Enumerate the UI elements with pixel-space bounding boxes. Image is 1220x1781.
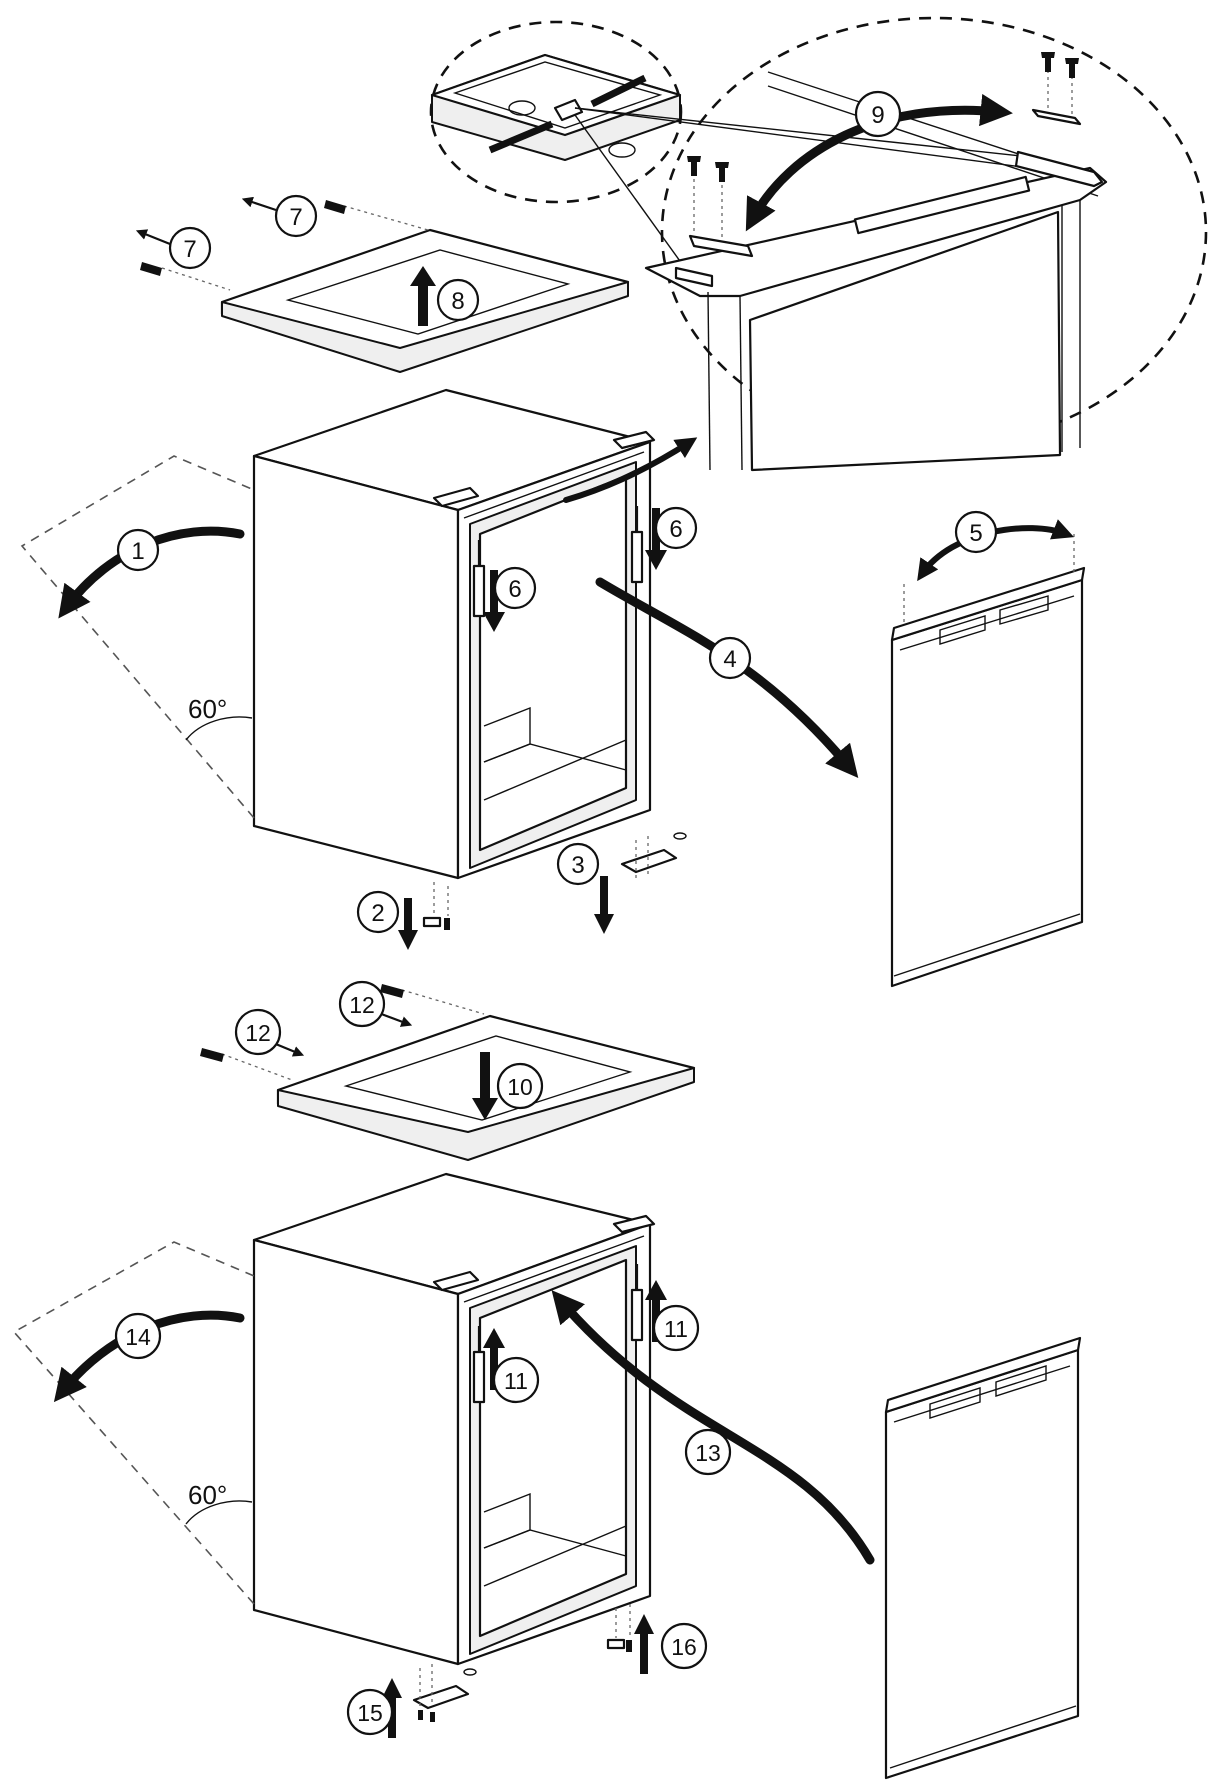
step-label-16: 16 bbox=[660, 1622, 708, 1670]
lid-screw-bottom-icon bbox=[200, 984, 404, 1062]
step-label-1: 1 bbox=[116, 528, 160, 572]
hinge-screws-icon bbox=[687, 52, 1079, 182]
step-label-7b: 7 bbox=[168, 226, 212, 270]
fridge-body-top bbox=[252, 388, 656, 880]
tilt-guide-bottom bbox=[12, 1241, 255, 1605]
step-8-arrow bbox=[410, 266, 436, 326]
step-label-8: 8 bbox=[436, 278, 480, 322]
step-label-6b: 6 bbox=[654, 506, 698, 550]
step-label-13: 13 bbox=[684, 1428, 732, 1476]
step-label-5: 5 bbox=[954, 510, 998, 554]
svg-text:11: 11 bbox=[504, 1368, 528, 1394]
step-label-15: 15 bbox=[346, 1688, 394, 1736]
svg-text:12: 12 bbox=[349, 992, 375, 1018]
svg-text:11: 11 bbox=[664, 1316, 688, 1342]
svg-text:7: 7 bbox=[183, 236, 196, 263]
step-9-arrow bbox=[745, 93, 1013, 232]
door-top bbox=[890, 519, 1086, 988]
step-label-2: 2 bbox=[356, 890, 400, 934]
hinge-to-detail-arrow bbox=[563, 437, 698, 503]
step-label-3: 3 bbox=[556, 842, 600, 886]
tilt-guide-top bbox=[20, 455, 255, 819]
hinge-bracket-detail bbox=[429, 20, 1061, 283]
svg-text:14: 14 bbox=[125, 1324, 151, 1350]
screwdriver-bottom-icon bbox=[472, 1264, 644, 1404]
step-label-12b: 12 bbox=[234, 1008, 282, 1056]
step-10-arrow bbox=[472, 1052, 498, 1120]
svg-text:6: 6 bbox=[669, 516, 682, 543]
step-label-4: 4 bbox=[708, 636, 752, 680]
top-corner-detail bbox=[644, 16, 1208, 472]
svg-text:7: 7 bbox=[289, 204, 302, 231]
svg-text:2: 2 bbox=[371, 900, 384, 927]
svg-text:10: 10 bbox=[507, 1074, 533, 1100]
foot-hardware-top bbox=[398, 832, 687, 950]
svg-text:15: 15 bbox=[357, 1700, 383, 1726]
lid-screw-icon bbox=[140, 200, 346, 276]
door-bottom bbox=[884, 1336, 1082, 1780]
step-label-10: 10 bbox=[496, 1062, 544, 1110]
step-label-7a: 7 bbox=[274, 194, 318, 238]
step-label-6a: 6 bbox=[493, 566, 537, 610]
step-label-12a: 12 bbox=[338, 980, 386, 1028]
svg-text:16: 16 bbox=[671, 1634, 697, 1660]
svg-text:6: 6 bbox=[508, 576, 521, 603]
step-label-14: 14 bbox=[114, 1312, 162, 1360]
svg-text:4: 4 bbox=[723, 646, 736, 673]
step-label-11a: 11 bbox=[492, 1356, 540, 1404]
svg-text:5: 5 bbox=[969, 520, 982, 547]
step-13-arrow bbox=[551, 1290, 875, 1565]
angle-label-bottom: 60° bbox=[188, 1480, 227, 1510]
worktop-lid-top bbox=[161, 205, 630, 373]
svg-text:9: 9 bbox=[871, 102, 884, 129]
step-label-9: 9 bbox=[854, 90, 902, 138]
step-label-11b: 11 bbox=[652, 1304, 700, 1352]
svg-text:12: 12 bbox=[245, 1020, 271, 1046]
svg-text:8: 8 bbox=[451, 288, 464, 315]
angle-label-top: 60° bbox=[188, 694, 227, 724]
screwdriver-icon bbox=[472, 506, 644, 618]
step-7-arrow-b bbox=[135, 229, 171, 246]
worktop-lid-bottom bbox=[221, 989, 696, 1161]
fridge-body-bottom bbox=[252, 1172, 656, 1666]
svg-text:3: 3 bbox=[571, 852, 584, 879]
step-7-arrow-a bbox=[241, 196, 277, 212]
svg-text:13: 13 bbox=[695, 1440, 721, 1466]
svg-text:1: 1 bbox=[131, 538, 144, 565]
